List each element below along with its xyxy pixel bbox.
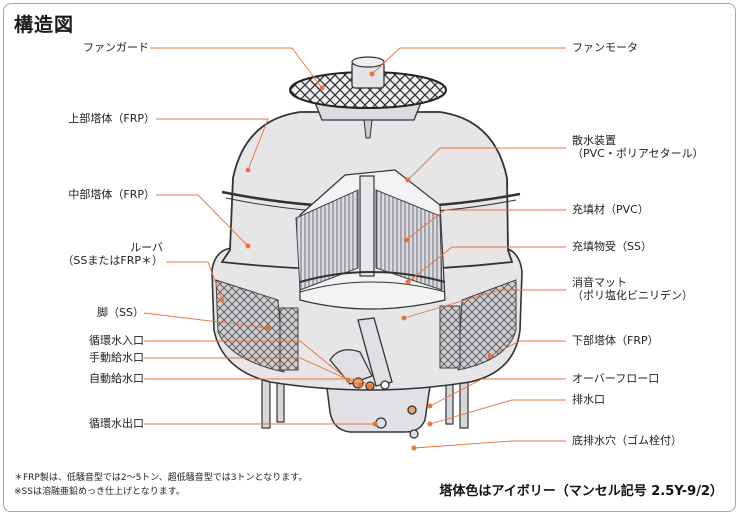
label-leg: 脚（SS）: [97, 306, 144, 319]
label-silencer: 消音マット （ポリ塩化ビニリデン）: [572, 276, 693, 302]
label-fan-guard: ファンガード: [83, 41, 149, 54]
label-bottom-drain: 底排水穴（ゴム栓付）: [572, 434, 682, 447]
leader-dots: [219, 71, 493, 451]
label-fill: 充填材（PVC）: [572, 203, 649, 216]
label-sprinkler-line2: （PVC・ポリアセタール）: [572, 147, 704, 160]
label-manual-feed: 手動給水口: [89, 351, 144, 364]
label-sprinkler-line1: 散水装置: [572, 134, 616, 147]
label-circ-water-inlet: 循環水入口: [89, 334, 144, 347]
label-sprinkler: 散水装置 （PVC・ポリアセタール）: [572, 134, 704, 160]
louver-mesh-right: [457, 279, 517, 371]
label-silencer-line1: 消音マット: [572, 276, 627, 289]
footnotes: ＊FRP製は、低騒音型では2～5トン、超低騒音型では3トンとなります。 ※SSは…: [14, 471, 307, 499]
silencer-mat-right: [439, 305, 461, 369]
fill-media-right: [375, 189, 443, 291]
label-fan-motor: ファンモータ: [572, 41, 638, 54]
leader-lines: [143, 47, 566, 449]
label-upper-body: 上部塔体（FRP）: [68, 112, 155, 125]
fill-support: [299, 271, 446, 283]
silencer-mat-left: [279, 307, 299, 371]
page-title: 構造図: [14, 14, 75, 36]
footnote-frp: ＊FRP製は、低騒音型では2～5トン、超低騒音型では3トンとなります。: [14, 473, 308, 483]
label-louver: ルーバ （SSまたはFRP＊）: [62, 241, 163, 267]
label-circ-water-outlet: 循環水出口: [89, 417, 144, 430]
center-sprinkler-pipe: [359, 175, 375, 277]
footnote-ss: ※SSは溶融亜鉛めっき仕上げとなります。: [14, 487, 185, 497]
tower-color-note: 塔体色はアイボリー（マンセル記号 2.5Y-9/2）: [439, 484, 723, 499]
label-middle-body: 中部塔体（FRP）: [68, 188, 155, 201]
label-louver-line1: ルーバ: [130, 241, 163, 254]
inlet-piping: [329, 317, 419, 439]
fill-media-left: [295, 189, 359, 291]
label-silencer-line2: （ポリ塩化ビニリデン）: [572, 289, 693, 302]
label-fill-support: 充填物受（SS）: [572, 240, 652, 253]
label-louver-line2: （SSまたはFRP＊）: [62, 254, 163, 267]
label-lower-body: 下部塔体（FRP）: [572, 334, 659, 347]
label-drain: 排水口: [572, 393, 605, 406]
label-auto-feed: 自動給水口: [89, 372, 144, 385]
label-overflow: オーバーフロー口: [572, 372, 660, 385]
